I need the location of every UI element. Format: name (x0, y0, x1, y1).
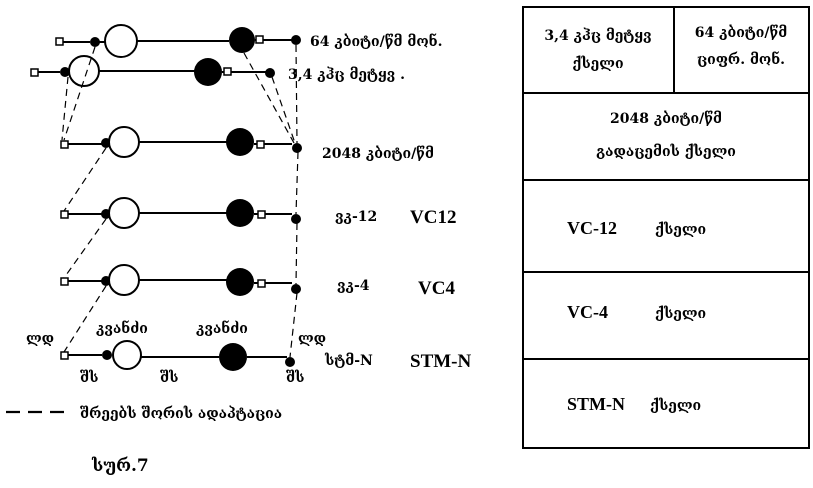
open-node (108, 264, 140, 296)
table-r2-line1: 2048 კბიტი/წმ (610, 111, 722, 127)
row-3-4khz: 3,4 კჰც მეტყვ . (30, 55, 405, 87)
label-3-4khz: 3,4 კჰც მეტყვ . (288, 67, 405, 83)
adaptation-lines-right (243, 44, 299, 358)
adapter-square (30, 68, 39, 77)
adapter-square (257, 279, 266, 288)
label-2048: 2048 კბიტი/წმ (322, 146, 434, 162)
small-node (60, 67, 70, 77)
adapter-square (255, 35, 264, 44)
open-node (112, 340, 142, 370)
small-node (285, 357, 295, 367)
label-vc12: VC12 (410, 207, 456, 228)
row-2048: 2048 კბიტი/წმ (60, 126, 434, 162)
adapter-square (223, 67, 232, 76)
filled-node (194, 58, 222, 86)
table-r1-left-line1: 3,4 კჰც მეტყვ (544, 28, 651, 44)
adapter-square (60, 140, 69, 149)
legend-text: შრეებს შორის ადაპტაცია (80, 406, 282, 422)
table-r1-left-line2: ქსელი (572, 56, 623, 72)
filled-node (229, 27, 255, 53)
row-vc4: ვკ-4 VC4 (60, 264, 455, 299)
adapter-square (257, 210, 266, 219)
label-sh-2: შს (160, 370, 178, 386)
row-vc12: ვკ-12 VC12 (60, 197, 456, 229)
table-r3-suffix: ქსელი (655, 222, 706, 238)
label-ld-right: ლდ (298, 331, 326, 347)
figure-caption: სურ.7 (91, 456, 149, 476)
table-border (522, 6, 810, 449)
small-node (291, 35, 301, 45)
label-64k: 64 კბიტი/წმ მონ. (310, 33, 442, 50)
label-sh-1: შს (80, 370, 98, 386)
small-node (291, 214, 301, 224)
network-layer-table: 3,4 კჰც მეტყვ ქსელი 64 კბიტი/წმ ციფრ. მო… (522, 6, 810, 449)
label-stm: STM-N (410, 351, 472, 372)
row-64k: 64 კბიტი/წმ მონ. (55, 24, 442, 58)
small-node (291, 284, 301, 294)
adaptation-lines-left (61, 46, 107, 353)
open-node (108, 197, 140, 229)
adapter-square (256, 140, 265, 149)
filled-node (226, 268, 254, 296)
legend: შრეებს შორის ადაპტაცია (6, 406, 282, 422)
table-r4-suffix: ქსელი (655, 306, 706, 322)
table-r2-line2: გადაცემის ქსელი (596, 144, 736, 160)
table-r4-label: VC-4 (567, 302, 608, 322)
adapter-square (60, 351, 69, 360)
filled-node (226, 199, 254, 227)
label-vc12-geo: ვკ-12 (335, 209, 377, 225)
open-node (108, 126, 140, 158)
label-ld-left: ლდ (26, 331, 54, 347)
table-r1-right-line2: ციფრ. მონ. (697, 51, 785, 68)
adapter-square (60, 277, 69, 286)
filled-node (226, 128, 254, 156)
small-node (102, 350, 112, 360)
label-sh-3: შს (286, 370, 304, 386)
open-node (104, 24, 138, 58)
adapter-square (55, 37, 64, 46)
table-r1-right-line1: 64 კბიტი/წმ (695, 25, 787, 41)
label-vc4-geo: ვკ-4 (337, 278, 370, 294)
adapter-square (60, 210, 69, 219)
small-node (265, 68, 275, 78)
small-node (90, 37, 100, 47)
label-stm-geo: სტმ-N (324, 353, 373, 369)
label-node-left: კვანძი (96, 320, 148, 337)
row-stm-n: სტმ-N STM-N ლდ ლდ კვანძი კვანძი შს შს შს (26, 320, 472, 386)
label-vc4: VC4 (418, 278, 455, 299)
filled-node (219, 343, 247, 371)
small-node (292, 143, 302, 153)
table-r3-label: VC-12 (567, 218, 617, 238)
table-r5-suffix: ქსელი (650, 398, 701, 414)
label-node-right: კვანძი (196, 320, 248, 337)
table-r5-label: STM-N (567, 394, 625, 414)
